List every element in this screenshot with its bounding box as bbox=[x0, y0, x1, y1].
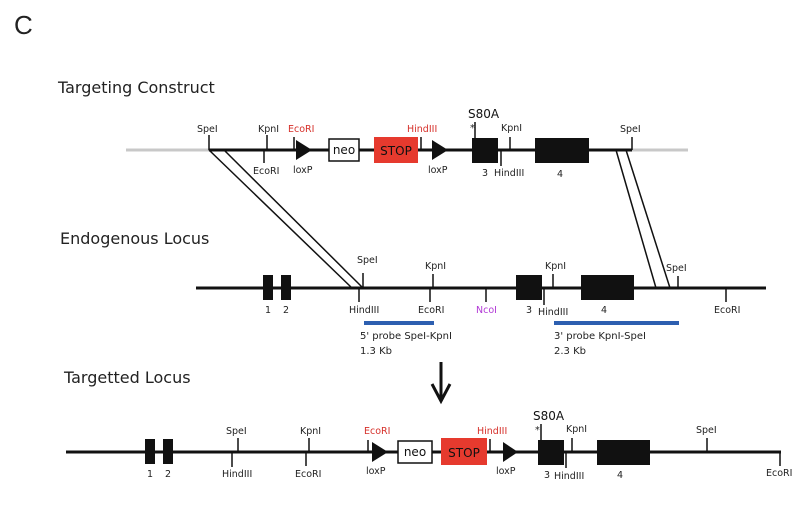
site-ecori: EcoRI bbox=[766, 468, 792, 479]
exon-4 bbox=[597, 440, 650, 465]
site-kpni: KpnI bbox=[545, 261, 566, 272]
targeted-locus: Targetted Locus 1 2 SpeI HindIII KpnI Ec… bbox=[63, 368, 792, 482]
targeting-construct-title: Targeting Construct bbox=[57, 78, 215, 97]
exon-2 bbox=[163, 439, 173, 464]
site-spei: SpeI bbox=[666, 263, 687, 274]
neo-label: neo bbox=[333, 143, 355, 157]
targeting-construct: Targeting Construct SpeI KpnI EcoRI EcoR… bbox=[57, 78, 688, 180]
loxp-triangle-icon bbox=[296, 140, 312, 160]
endogenous-locus: Endogenous Locus 1 2 HindIII SpeI KpnI E… bbox=[60, 229, 766, 357]
site-hindiii-red: HindIII bbox=[407, 124, 437, 135]
homologous-recombination-lines bbox=[208, 149, 671, 289]
mutation-asterisk: * bbox=[470, 123, 475, 134]
probe-3-name: 3' probe KpnI-SpeI bbox=[554, 331, 646, 342]
probe-5-size: 1.3 Kb bbox=[360, 346, 392, 357]
exon-3-label: 3 bbox=[526, 305, 532, 316]
loxp-triangle-icon bbox=[372, 442, 388, 462]
site-hindiii: HindIII bbox=[538, 307, 568, 318]
site-spei: SpeI bbox=[226, 426, 247, 437]
exon-3 bbox=[472, 138, 498, 163]
site-spei: SpeI bbox=[357, 255, 378, 266]
neo-cassette bbox=[397, 440, 433, 464]
exon-2-label: 2 bbox=[165, 469, 171, 480]
exon-1 bbox=[263, 275, 273, 300]
site-hindiii: HindIII bbox=[554, 471, 584, 482]
exon-3-label: 3 bbox=[482, 168, 488, 179]
site-hindiii: HindIII bbox=[349, 305, 379, 316]
stop-cassette bbox=[374, 137, 418, 163]
probe-5-bar bbox=[364, 321, 434, 325]
site-loxp: loxP bbox=[428, 165, 448, 176]
stop-label: STOP bbox=[380, 144, 412, 158]
endogenous-locus-title: Endogenous Locus bbox=[60, 229, 209, 248]
site-ecori: EcoRI bbox=[714, 305, 740, 316]
site-loxp: loxP bbox=[496, 466, 516, 477]
site-ecori-red: EcoRI bbox=[288, 124, 314, 135]
site-kpni: KpnI bbox=[501, 123, 522, 134]
panel-label: C bbox=[14, 10, 33, 40]
probe-3-bar bbox=[554, 321, 679, 325]
mutation-label: S80A bbox=[533, 409, 565, 423]
neo-cassette bbox=[328, 138, 360, 162]
stop-label: STOP bbox=[448, 446, 480, 460]
exon-3 bbox=[538, 440, 564, 465]
probe-5-name: 5' probe SpeI-KpnI bbox=[360, 331, 452, 342]
site-spei: SpeI bbox=[620, 124, 641, 135]
site-hindiii: HindIII bbox=[222, 469, 252, 480]
site-kpni: KpnI bbox=[258, 124, 279, 135]
exon-4 bbox=[535, 138, 589, 163]
exon-1-label: 1 bbox=[147, 469, 153, 480]
arrow-down-icon bbox=[430, 362, 452, 405]
site-kpni: KpnI bbox=[566, 424, 587, 435]
exon-3-label: 3 bbox=[544, 470, 550, 481]
mutation-label: S80A bbox=[468, 107, 500, 121]
site-ecori: EcoRI bbox=[253, 166, 279, 177]
loxp-triangle-icon bbox=[432, 140, 448, 160]
site-hindiii: HindIII bbox=[494, 168, 524, 179]
stop-cassette bbox=[441, 438, 487, 465]
exon-1-label: 1 bbox=[265, 305, 271, 316]
site-hindiii-red: HindIII bbox=[477, 426, 507, 437]
crossover-line bbox=[208, 149, 353, 289]
crossover-line bbox=[223, 149, 364, 289]
probe-3-size: 2.3 Kb bbox=[554, 346, 586, 357]
site-spei: SpeI bbox=[696, 425, 717, 436]
exon-4-label: 4 bbox=[557, 169, 563, 180]
site-kpni: KpnI bbox=[300, 426, 321, 437]
site-ecori-red: EcoRI bbox=[364, 426, 390, 437]
site-loxp: loxP bbox=[293, 165, 313, 176]
loxp-triangle-icon bbox=[503, 442, 518, 462]
site-spei: SpeI bbox=[197, 124, 218, 135]
site-kpni: KpnI bbox=[425, 261, 446, 272]
targeted-locus-title: Targetted Locus bbox=[63, 368, 191, 387]
site-ncoi: NcoI bbox=[476, 305, 497, 316]
site-ecori: EcoRI bbox=[295, 469, 321, 480]
exon-3 bbox=[516, 275, 542, 300]
exon-4-label: 4 bbox=[601, 305, 607, 316]
exon-2-label: 2 bbox=[283, 305, 289, 316]
neo-label: neo bbox=[404, 445, 426, 459]
exon-4-label: 4 bbox=[617, 470, 623, 481]
exon-2 bbox=[281, 275, 291, 300]
exon-1 bbox=[145, 439, 155, 464]
crossover-line bbox=[615, 149, 657, 289]
exon-4 bbox=[581, 275, 634, 300]
site-ecori: EcoRI bbox=[418, 305, 444, 316]
mutation-asterisk: * bbox=[535, 425, 540, 436]
site-loxp: loxP bbox=[366, 466, 386, 477]
crossover-line bbox=[625, 149, 671, 289]
